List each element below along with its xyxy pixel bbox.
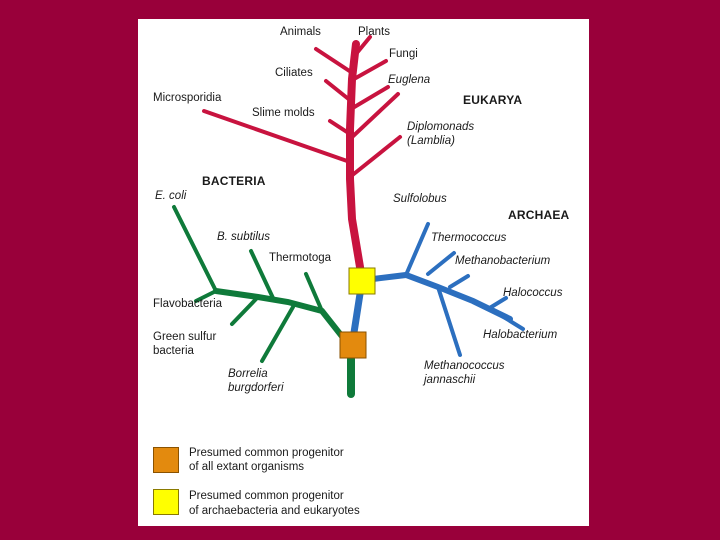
branch-euk-mid	[348, 92, 400, 141]
taxon-borrelia: Borrelia	[228, 368, 268, 380]
taxon-borrelia-2: burgdorferi	[228, 382, 284, 394]
branch-euglena	[349, 85, 390, 111]
taxon-methanococcus-2: jannaschii	[424, 374, 476, 386]
taxon-plants: Plants	[358, 26, 390, 38]
branch-slime-molds	[328, 119, 352, 136]
taxon-fungi: Fungi	[389, 48, 418, 60]
branch-animals	[314, 47, 356, 76]
branch-methanococcus	[436, 285, 462, 357]
legend-archaea-eukarya-line1: Presumed common progenitor	[189, 490, 344, 502]
branch-sulfolobus	[404, 222, 430, 277]
branch-bsubtilus	[249, 249, 275, 300]
archaea-eukarya-progenitor-marker	[348, 267, 376, 295]
branch-diplomonads	[348, 135, 402, 179]
branch-fungi	[352, 59, 388, 81]
taxon-methanobacterium: Methanobacterium	[455, 255, 551, 267]
domain-label-eukarya: EUKARYA	[463, 93, 523, 107]
taxon-ecoli: E. coli	[155, 190, 187, 202]
branch-borrelia	[260, 305, 295, 363]
taxon-sulfolobus: Sulfolobus	[393, 193, 447, 205]
slide: EUKARYA BACTERIA ARCHAEA Animals Plants …	[138, 19, 589, 526]
taxon-microsporidia: Microsporidia	[153, 92, 222, 104]
domain-label-bacteria: BACTERIA	[202, 174, 266, 188]
legend-common-progenitor-line1: Presumed common progenitor	[189, 447, 344, 459]
branch-halococcus	[486, 296, 508, 311]
taxon-halobacterium: Halobacterium	[483, 329, 558, 341]
legend-swatch-common-progenitor	[153, 447, 179, 473]
branch-ecoli	[172, 205, 218, 293]
branch-green-sulfur	[230, 295, 260, 326]
branch-plants	[354, 35, 372, 56]
taxon-halococcus: Halococcus	[503, 287, 563, 299]
taxon-thermotoga: Thermotoga	[269, 252, 332, 264]
taxon-diplomonads-note: (Lamblia)	[407, 135, 455, 147]
branch-flavobacteria	[194, 289, 218, 303]
taxon-ciliates: Ciliates	[275, 67, 313, 79]
legend-archaea-eukarya-line2: of archaebacteria and eukaryotes	[189, 505, 360, 517]
branch-ciliates	[324, 79, 353, 103]
taxon-flavobacteria: Flavobacteria	[153, 298, 223, 310]
domain-label-archaea: ARCHAEA	[508, 208, 570, 222]
branch-microsporidia	[202, 109, 352, 164]
phylogenetic-tree	[172, 35, 525, 398]
taxon-slime-molds: Slime molds	[252, 107, 315, 119]
common-progenitor-marker	[339, 331, 367, 359]
branch-thermococcus	[426, 251, 456, 276]
taxon-green-sulfur: Green sulfur	[153, 331, 217, 343]
branch-halobacterium	[500, 314, 525, 331]
branch-methanobacterium	[448, 274, 470, 289]
taxon-euglena: Euglena	[388, 74, 431, 86]
taxon-thermococcus: Thermococcus	[431, 232, 507, 244]
taxon-green-sulfur-2: bacteria	[153, 345, 194, 357]
taxon-animals: Animals	[280, 26, 321, 38]
taxon-methanococcus: Methanococcus	[424, 360, 505, 372]
branch-thermotoga	[304, 272, 324, 313]
legend-swatch-archaea-eukarya-progenitor	[153, 489, 179, 515]
taxon-bsubtilus: B. subtilus	[217, 231, 271, 243]
bacteria-trunk	[213, 288, 351, 347]
taxon-diplomonads: Diplomonads	[407, 121, 475, 133]
legend-common-progenitor-line2: of all extant organisms	[189, 461, 305, 473]
